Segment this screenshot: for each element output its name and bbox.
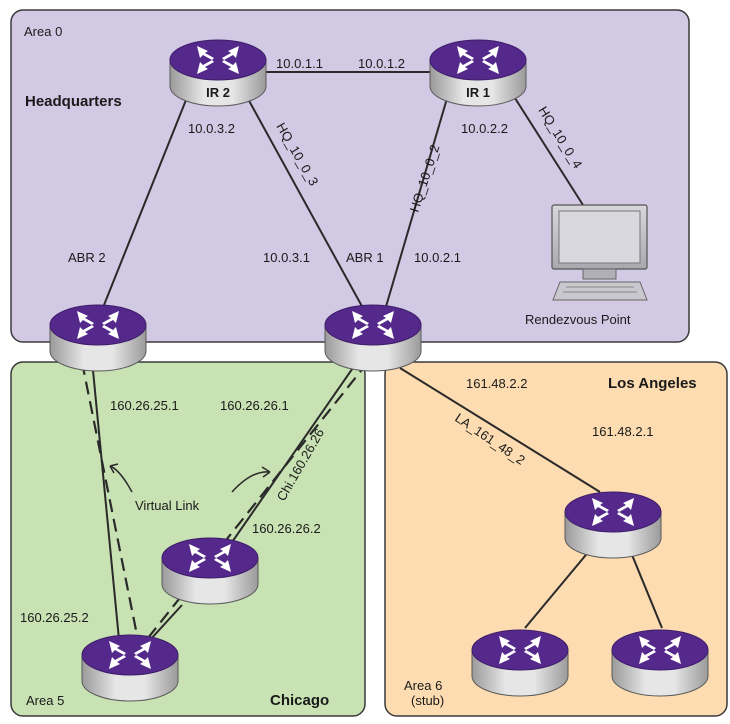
ip-10-0-2-2: 10.0.2.2 (461, 121, 508, 136)
rendezvous-point-label: Rendezvous Point (525, 312, 631, 327)
area5-label: Area 5 (26, 693, 64, 708)
ip-10-0-3-1: 10.0.3.1 (263, 250, 310, 265)
ip-10-0-1-2: 10.0.1.2 (358, 56, 405, 71)
virtual-link-arrow-left (109, 465, 133, 493)
ip-160-26-26-2: 160.26.26.2 (252, 521, 321, 536)
router-la-left-icon (471, 629, 569, 697)
router-la-top-icon (564, 491, 662, 559)
link-la-right (629, 549, 663, 629)
ip-161-48-2-1: 161.48.2.1 (592, 424, 653, 439)
chicago-label: Chicago (270, 692, 329, 709)
area6-stub-label: (stub) (411, 693, 444, 708)
ip-10-0-2-1: 10.0.2.1 (414, 250, 461, 265)
router-la-right-icon (611, 629, 709, 697)
link-chi-mid-chi-bottom (149, 604, 183, 641)
virtual-link-arrow-right (231, 471, 271, 493)
router-chicago-bottom-icon (81, 634, 179, 702)
virtual-link-abr1 (139, 361, 369, 649)
ip-160-26-25-2: 160.26.25.2 (20, 610, 89, 625)
area5-region (10, 361, 366, 717)
abr2-label: ABR 2 (68, 250, 106, 265)
abr1-label: ABR 1 (346, 250, 384, 265)
link-ir2-abr1 (246, 96, 365, 311)
router-abr2-icon (49, 304, 147, 372)
link-abr1-chi-mid (229, 361, 358, 546)
link-abr1-la (399, 367, 601, 493)
virtual-link-label: Virtual Link (135, 498, 200, 513)
link-abr2-chi-bottom (91, 359, 121, 651)
ip-161-48-2-2: 161.48.2.2 (466, 376, 527, 391)
area0-label: Area 0 (24, 24, 62, 39)
rendezvous-point-computer-icon (551, 204, 648, 301)
link-ir1-abr1 (384, 94, 449, 311)
ip-10-0-1-1: 10.0.1.1 (276, 56, 323, 71)
area6-region (384, 361, 728, 717)
router-ir2-label: IR 2 (206, 85, 230, 100)
link-la-left (524, 549, 591, 629)
virtual-link-abr2 (80, 361, 142, 651)
los-angeles-label: Los Angeles (608, 375, 697, 392)
ip-10-0-3-2: 10.0.3.2 (188, 121, 235, 136)
link-ir2-abr2 (101, 94, 189, 311)
ip-160-26-26-1: 160.26.26.1 (220, 398, 289, 413)
ip-160-26-25-1: 160.26.25.1 (110, 398, 179, 413)
area6-label: Area 6 (404, 678, 442, 693)
headquarters-label: Headquarters (25, 93, 122, 110)
router-abr1-icon (324, 304, 422, 372)
router-chicago-mid-icon (161, 537, 259, 605)
router-ir1-label: IR 1 (466, 85, 490, 100)
link-ir1-rendezvous (512, 94, 584, 206)
